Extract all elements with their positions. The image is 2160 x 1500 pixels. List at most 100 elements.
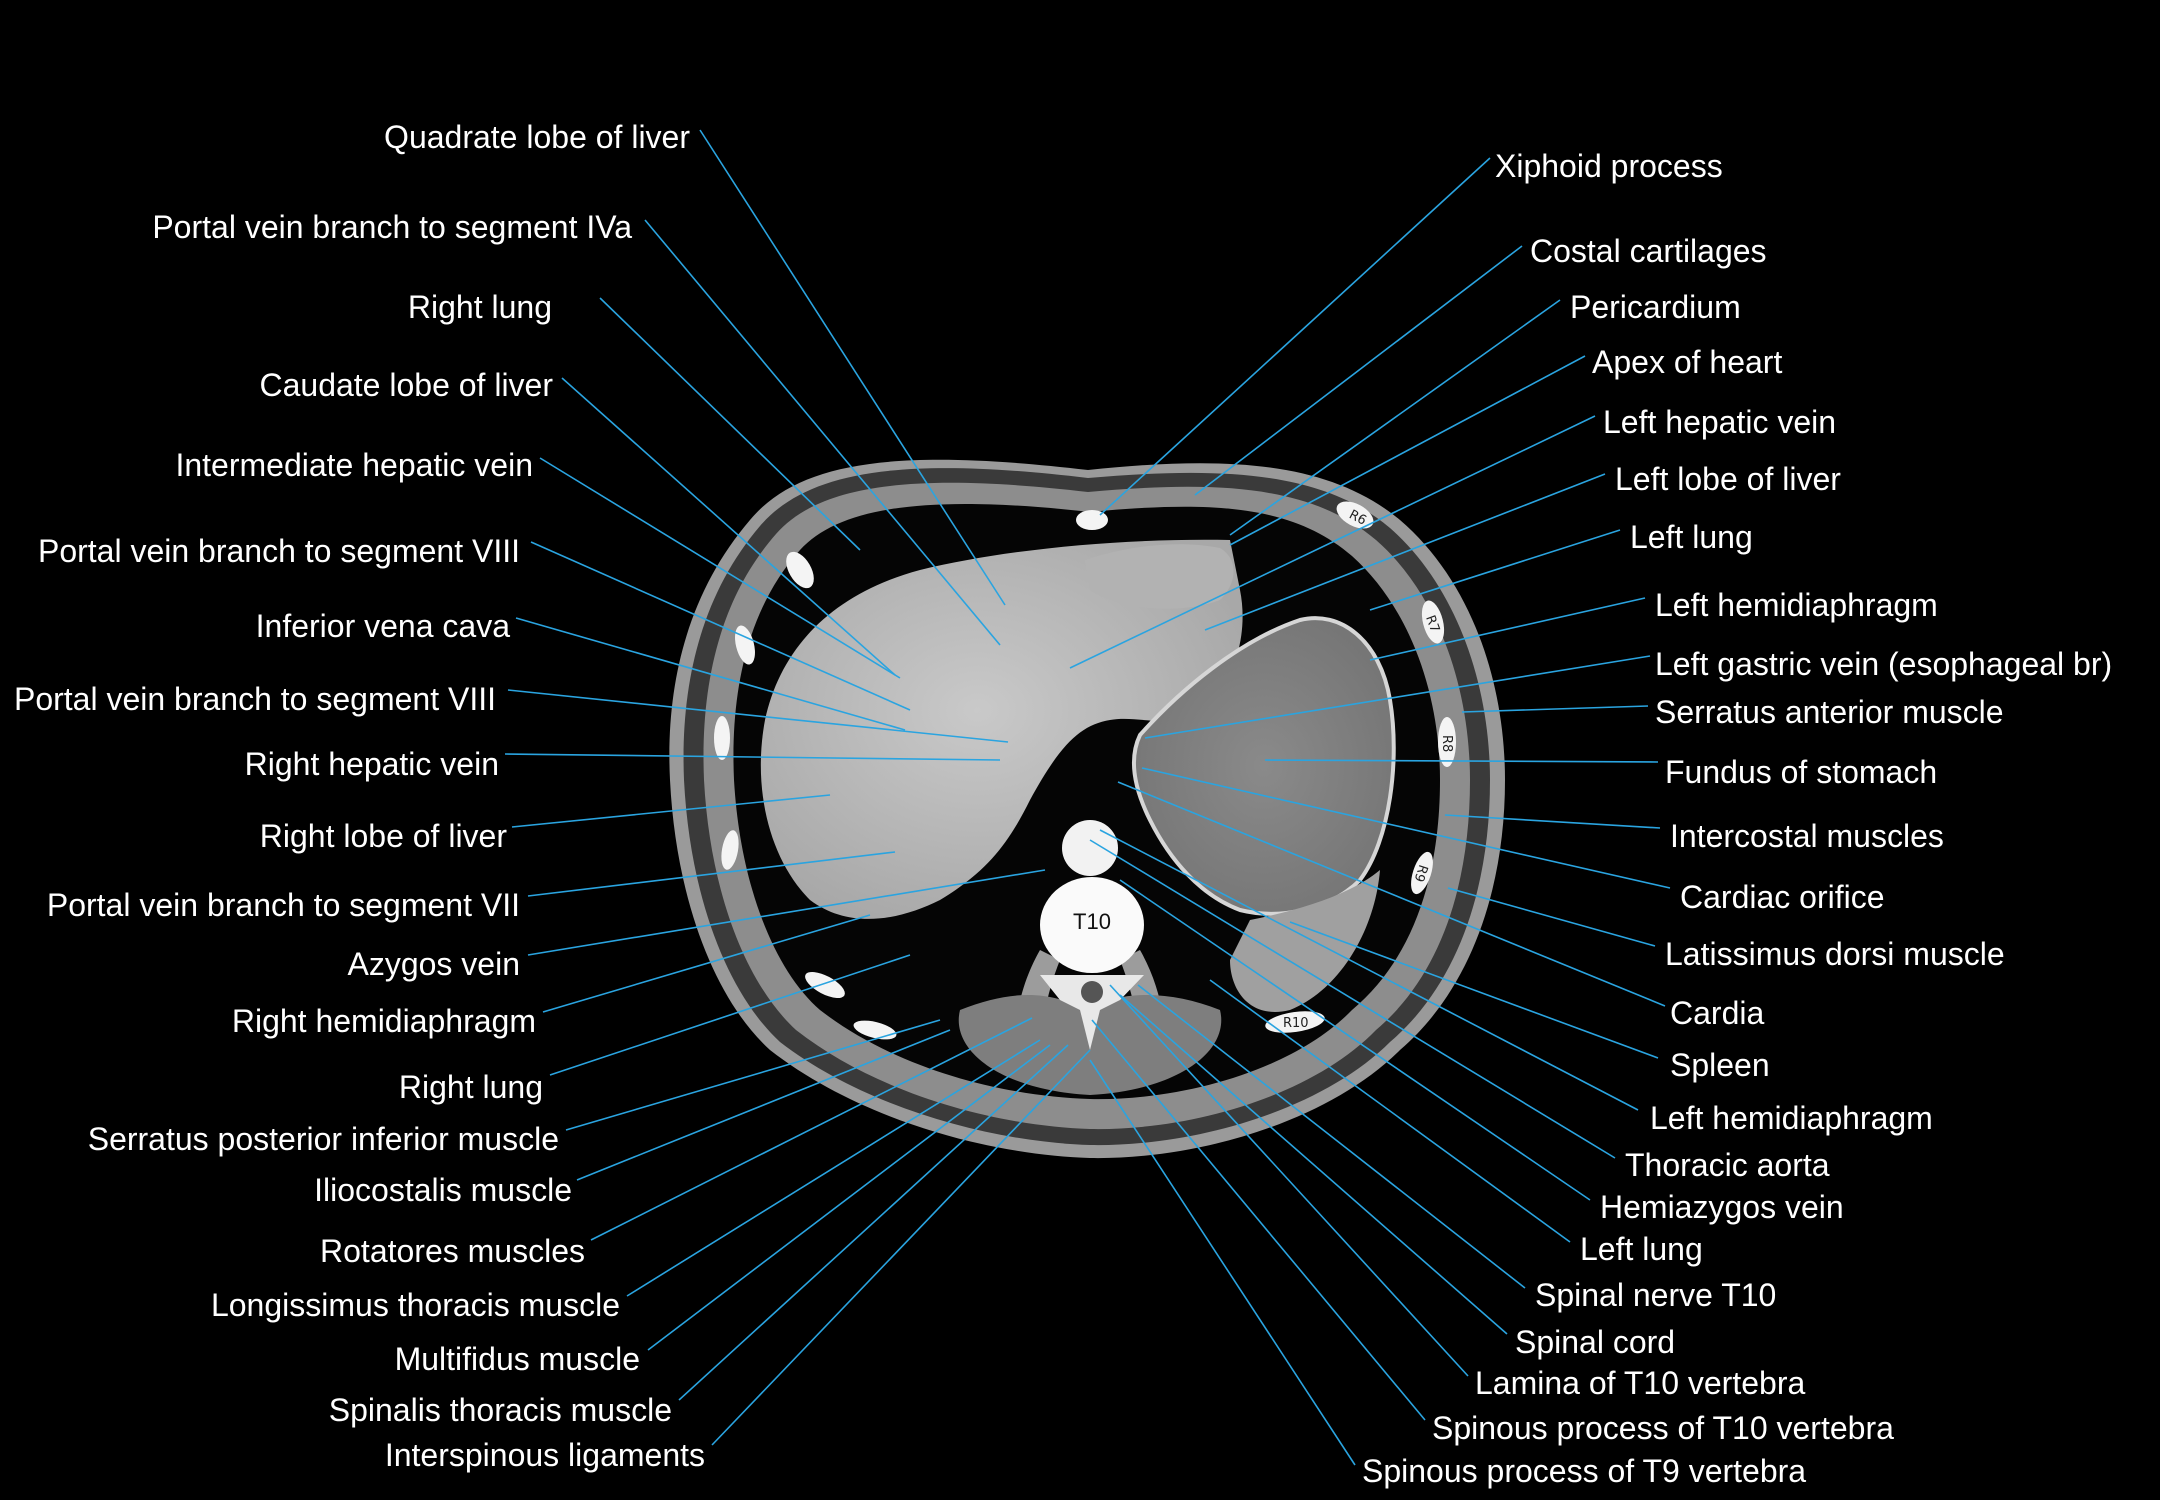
annotation-label-left-14: Serratus posterior inferior muscle — [88, 1121, 559, 1157]
leader-line-left-5 — [530, 541, 911, 711]
leader-line-right-19 — [1209, 979, 1571, 1243]
spleen — [1230, 870, 1380, 1012]
leader-line-right-23 — [1091, 1019, 1426, 1421]
leader-line-left-11 — [527, 869, 1046, 956]
annotation-label-left-4: Intermediate hepatic vein — [175, 447, 533, 483]
annotation-label-left-6: Inferior vena cava — [256, 608, 511, 644]
leader-line-left-12 — [542, 914, 871, 1013]
annotation-label-left-20: Interspinous ligaments — [385, 1437, 705, 1473]
leader-line-right-21 — [1119, 994, 1508, 1335]
vertebra-label: T10 — [1073, 909, 1111, 934]
ribs — [714, 501, 1456, 1040]
annotation-label-right-9: Serratus anterior muscle — [1655, 694, 2004, 730]
annotation-label-right-1: Costal cartilages — [1530, 233, 1767, 269]
annotation-label-right-21: Spinal cord — [1515, 1324, 1675, 1360]
annotation-label-right-16: Left hemidiaphragm — [1650, 1100, 1933, 1136]
leader-line-right-22 — [1109, 984, 1469, 1377]
leader-line-left-8 — [504, 753, 1001, 761]
leader-line-left-0 — [699, 129, 1006, 606]
rib-label-r7: R7 — [1422, 613, 1442, 634]
annotation-label-right-13: Latissimus dorsi muscle — [1665, 936, 2005, 972]
annotation-label-left-9: Right lobe of liver — [260, 818, 508, 854]
annotation-label-right-22: Lamina of T10 vertebra — [1475, 1365, 1805, 1401]
rib-right-5 — [805, 971, 845, 999]
leader-line-left-9 — [511, 794, 831, 828]
leader-line-right-20 — [1137, 984, 1526, 1289]
rib-label-r8: R8 — [1439, 735, 1454, 752]
leader-line-left-14 — [565, 1019, 941, 1131]
annotation-label-right-3: Apex of heart — [1592, 344, 1782, 380]
vertebral-body — [1040, 877, 1144, 973]
leader-line-right-8 — [1144, 655, 1651, 739]
leader-line-right-24 — [1089, 1059, 1356, 1466]
leader-line-left-6 — [515, 617, 906, 731]
leader-lines — [504, 129, 1671, 1466]
annotation-label-left-18: Multifidus muscle — [395, 1341, 640, 1377]
annotation-label-left-0: Quadrate lobe of liver — [384, 119, 690, 155]
leader-line-right-14 — [1117, 781, 1666, 1007]
leader-line-right-5 — [1204, 473, 1606, 631]
annotation-label-right-19: Left lung — [1580, 1231, 1703, 1267]
leader-line-left-4 — [539, 457, 901, 679]
leader-line-right-12 — [1141, 767, 1671, 889]
annotation-label-right-11: Intercostal muscles — [1670, 818, 1944, 854]
leader-line-right-4 — [1069, 415, 1596, 669]
rib-r6 — [1336, 501, 1374, 529]
rib-label-r10: R10 — [1283, 1016, 1309, 1031]
annotation-label-left-1: Portal vein branch to segment IVa — [152, 209, 632, 245]
leader-line-left-16 — [590, 1017, 1033, 1241]
rib-r7 — [1421, 600, 1445, 644]
leader-line-right-9 — [1461, 705, 1649, 713]
leader-line-right-1 — [1194, 245, 1523, 496]
leader-line-left-13 — [549, 954, 911, 1076]
annotation-label-left-13: Right lung — [399, 1069, 543, 1105]
annotation-label-left-19: Spinalis thoracis muscle — [329, 1392, 672, 1428]
annotation-label-left-3: Caudate lobe of liver — [259, 367, 553, 403]
rib-r9 — [1411, 851, 1433, 895]
leader-line-right-13 — [1447, 887, 1656, 947]
annotation-label-right-8: Left gastric vein (esophageal br) — [1655, 646, 2112, 682]
heart — [1085, 544, 1234, 609]
leader-line-right-17 — [1089, 839, 1616, 1159]
annotation-label-right-18: Hemiazygos vein — [1600, 1189, 1844, 1225]
annotation-label-right-10: Fundus of stomach — [1665, 754, 1937, 790]
annotation-label-right-15: Spleen — [1670, 1047, 1770, 1083]
annotation-label-left-15: Iliocostalis muscle — [314, 1172, 572, 1208]
annotation-label-left-7: Portal vein branch to segment VIII — [14, 681, 496, 717]
leader-line-left-2 — [599, 297, 861, 551]
annotation-label-left-8: Right hepatic vein — [245, 746, 499, 782]
leader-line-left-10 — [527, 851, 896, 897]
leader-line-right-11 — [1444, 814, 1661, 829]
leader-line-right-18 — [1119, 879, 1591, 1201]
rib-label-r6: R6 — [1346, 507, 1368, 528]
annotation-label-left-10: Portal vein branch to segment VII — [47, 887, 520, 923]
rib-r10 — [1265, 1011, 1325, 1033]
stomach — [1132, 616, 1396, 916]
rib-right-1 — [786, 551, 814, 589]
annotation-label-right-14: Cardia — [1670, 995, 1764, 1031]
aorta — [1062, 820, 1118, 876]
annotation-label-right-24: Spinous process of T9 vertebra — [1362, 1453, 1806, 1489]
leader-line-left-18 — [647, 1044, 1051, 1351]
annotation-label-right-20: Spinal nerve T10 — [1535, 1277, 1776, 1313]
annotation-label-right-0: Xiphoid process — [1495, 148, 1723, 184]
leader-line-right-15 — [1289, 921, 1659, 1059]
annotation-label-left-16: Rotatores muscles — [320, 1233, 585, 1269]
leader-line-right-16 — [1099, 829, 1639, 1111]
leader-line-right-7 — [1369, 597, 1646, 661]
annotation-label-left-5: Portal vein branch to segment VIII — [38, 533, 520, 569]
rib-right-4 — [721, 830, 739, 870]
annotation-label-right-12: Cardiac orifice — [1680, 879, 1885, 915]
leader-line-left-1 — [644, 219, 1001, 646]
leader-line-left-15 — [576, 1029, 951, 1181]
ct-scan-image: T10 R6 R7 R8 R9 R10 — [669, 459, 1505, 1159]
annotation-label-left-17: Longissimus thoracis muscle — [211, 1287, 620, 1323]
annotation-label-right-6: Left lung — [1630, 519, 1753, 555]
leader-line-left-20 — [711, 1049, 1091, 1446]
liver — [760, 539, 1243, 919]
annotation-label-right-17: Thoracic aorta — [1625, 1147, 1830, 1183]
annotation-label-right-4: Left hepatic vein — [1603, 404, 1836, 440]
rib-label-r9: R9 — [1411, 863, 1431, 884]
